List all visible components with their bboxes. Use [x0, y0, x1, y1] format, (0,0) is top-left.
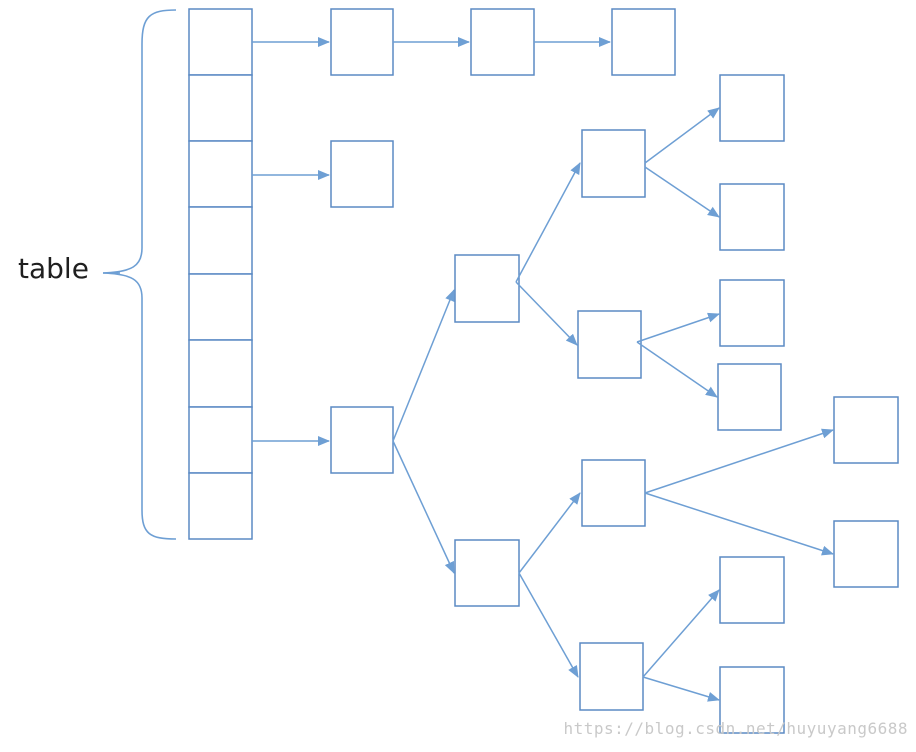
arrow [518, 492, 581, 574]
nodes [330, 8, 899, 734]
table-slot [188, 8, 253, 76]
arrow [642, 589, 720, 678]
tree-leaf-node [719, 279, 785, 347]
tree-node [581, 129, 646, 198]
arrows [252, 37, 834, 702]
tree-node [577, 310, 642, 379]
tree-leaf-node [717, 363, 782, 431]
arrow [644, 428, 834, 494]
tree-leaf-node [719, 183, 785, 251]
arrow [642, 676, 720, 702]
table-slot [188, 472, 253, 540]
arrow [392, 440, 455, 574]
table-slot [188, 206, 253, 275]
table-label: table [18, 252, 89, 285]
hash-table [188, 8, 253, 540]
table-slot [188, 74, 253, 142]
tree-node [579, 642, 644, 711]
tree-node [454, 254, 520, 323]
tree-leaf-node [719, 74, 785, 142]
tree-leaf-node [719, 666, 785, 734]
table-slot [188, 273, 253, 341]
arrow [515, 162, 581, 283]
table-slot [188, 339, 253, 408]
tree-leaf-node [719, 556, 785, 624]
arrow [644, 107, 720, 164]
tree-leaf-node [833, 520, 899, 588]
table-slot [188, 406, 253, 474]
tree-node [454, 539, 520, 607]
list-node [330, 8, 394, 76]
list-node [330, 140, 394, 208]
table-brace [102, 9, 177, 540]
tree-node [581, 459, 646, 527]
arrow [636, 341, 718, 398]
tree-root-node [330, 406, 394, 474]
arrow [518, 572, 579, 678]
watermark: https://blog.csdn.net/huyuyang6688 [563, 719, 908, 738]
arrow [636, 312, 720, 343]
arrow [392, 289, 455, 442]
arrow [644, 166, 720, 218]
list-node [611, 8, 676, 76]
arrow [644, 492, 834, 556]
tree-leaf-node [833, 396, 899, 464]
list-node [470, 8, 535, 76]
table-slot [188, 140, 253, 208]
arrow [515, 281, 578, 346]
